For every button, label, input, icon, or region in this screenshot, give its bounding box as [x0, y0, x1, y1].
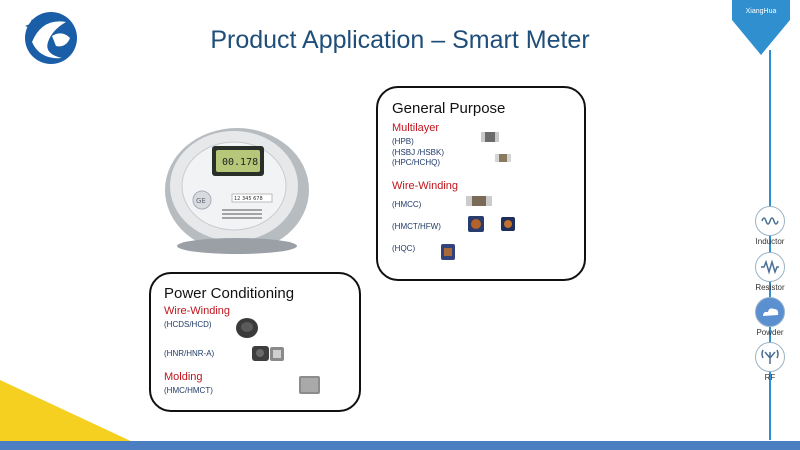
molding-inductor-image — [299, 376, 320, 394]
company-logo — [25, 12, 77, 64]
multilayer-label: Multilayer — [392, 122, 440, 134]
general-purpose-title: General Purpose — [392, 100, 506, 117]
nav-label-powder: Powder — [756, 328, 784, 337]
hmct-component-image — [468, 216, 484, 232]
code-hmct-hfw: (HMCT/HFW) — [392, 222, 441, 231]
inductor-coil-icon — [755, 206, 785, 236]
hfw-component-image — [501, 217, 515, 231]
hqc-component-image — [441, 244, 455, 260]
multilayer-chip-image — [481, 132, 499, 142]
molding-label: Molding — [164, 371, 203, 383]
power-conditioning-title: Power Conditioning — [164, 285, 295, 302]
code-hqc: (HQC) — [392, 244, 416, 253]
code-hnr: (HNR/HNR-A) — [164, 349, 215, 358]
nav-item-inductor[interactable]: Inductor — [750, 206, 790, 246]
hmcc-component-image — [466, 196, 492, 206]
nav-item-rf[interactable]: RF — [750, 342, 790, 382]
nav-rail — [769, 50, 771, 440]
corner-accent — [0, 380, 150, 450]
code-hmc-hmct: (HMC/HMCT) — [164, 386, 213, 395]
gp-wire-winding-label: Wire-Winding — [392, 180, 459, 192]
pc-wire-winding-label: Wire-Winding — [164, 305, 231, 317]
code-hmcc: (HMCC) — [392, 200, 422, 209]
smart-meter-image: 00.178 GE 12 345 678 — [165, 128, 309, 254]
code-hsbj: (HSBJ /HSBK) — [392, 148, 445, 157]
hnr-a-inductor-image — [270, 347, 284, 361]
code-hcds-hcd: (HCDS/HCD) — [164, 320, 212, 329]
multilayer-chip-small-image — [495, 154, 511, 162]
antenna-icon — [755, 342, 785, 372]
meter-display: 00.178 — [222, 157, 258, 168]
hcds-inductor-image — [236, 318, 258, 338]
nav-label-inductor: Inductor — [755, 237, 785, 246]
nav-item-powder[interactable]: Powder — [750, 297, 790, 337]
code-hpc: (HPC/HCHQ) — [392, 158, 440, 167]
powder-cloud-icon — [755, 297, 785, 327]
meter-serial: 12 345 678 — [234, 196, 263, 202]
general-purpose-panel — [376, 86, 586, 281]
footer-bar — [0, 441, 800, 450]
svg-text:GE: GE — [196, 197, 206, 205]
code-hpb: (HPB) — [392, 137, 414, 146]
nav-label-rf: RF — [764, 373, 776, 382]
resistor-zigzag-icon — [755, 252, 785, 282]
page-title: Product Application – Smart Meter — [210, 26, 590, 54]
nav-item-resistor[interactable]: Resistor — [750, 252, 790, 292]
hnr-inductor-image — [252, 346, 269, 361]
brand-ribbon — [732, 0, 790, 55]
nav-label-resistor: Resistor — [755, 283, 785, 292]
brand-label: XiangHua — [745, 8, 777, 15]
power-conditioning-panel — [149, 272, 361, 412]
